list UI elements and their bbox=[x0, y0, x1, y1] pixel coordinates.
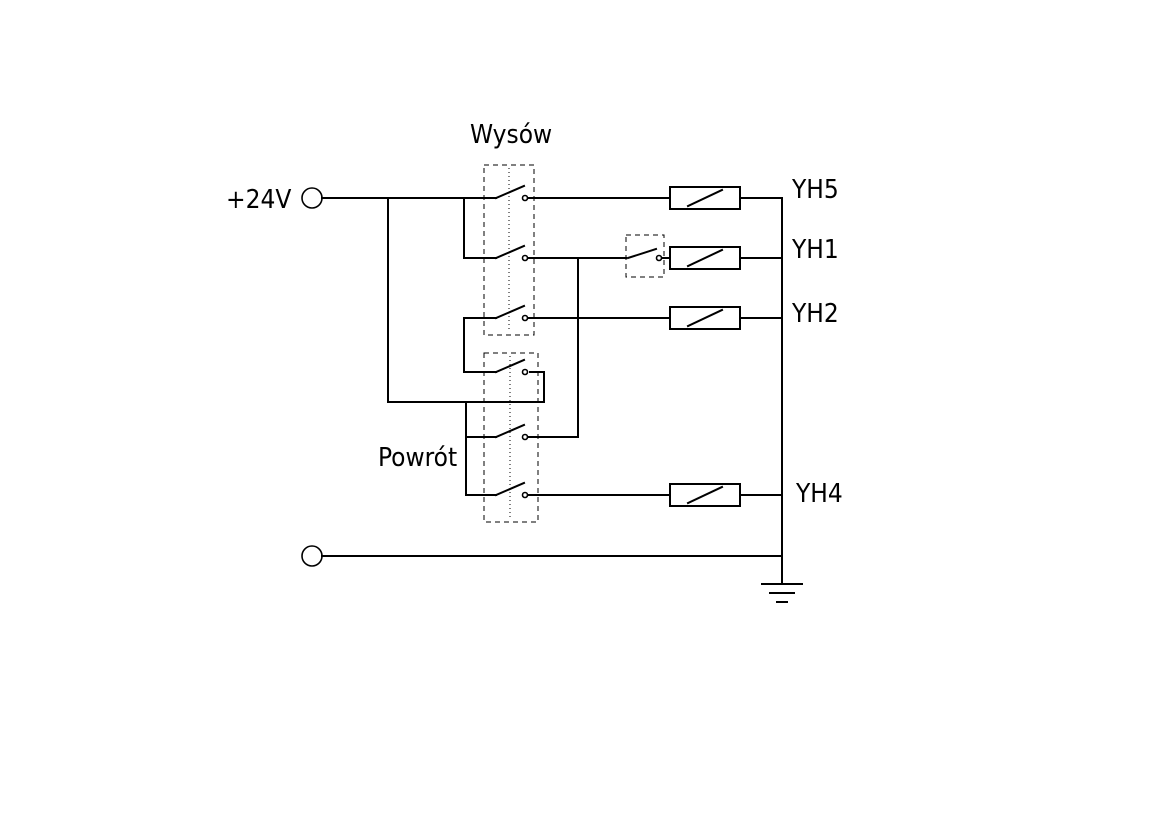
switch-powrot-1 bbox=[494, 358, 529, 376]
coil-label-yh5: YH5 bbox=[791, 175, 839, 205]
switch-powrot-2 bbox=[494, 423, 529, 441]
switch-yh1-aux bbox=[625, 234, 671, 278]
coil-label-yh4: YH4 bbox=[795, 479, 843, 509]
switch-wysow-1 bbox=[494, 184, 529, 202]
coil-returns bbox=[739, 197, 783, 496]
switch-powrot-3 bbox=[494, 481, 529, 499]
group-label-wysow: Wysów bbox=[470, 120, 552, 150]
switch-wysow-3 bbox=[494, 304, 529, 322]
ground-icon bbox=[761, 583, 803, 603]
coil-yh4 bbox=[669, 483, 741, 507]
supply-terminal-negative bbox=[301, 545, 323, 567]
group-label-powrot: Powrót bbox=[378, 443, 457, 473]
return-group-feed bbox=[465, 401, 497, 496]
switch-group-wysow-box bbox=[483, 164, 535, 336]
coil-yh1 bbox=[669, 246, 741, 270]
supply-terminal-positive bbox=[301, 187, 323, 209]
coil-label-yh1: YH1 bbox=[791, 235, 839, 265]
switch-wysow-2 bbox=[494, 244, 529, 262]
coil-label-yh2: YH2 bbox=[791, 299, 839, 329]
coil-yh5 bbox=[669, 186, 741, 210]
wire-cross-link bbox=[527, 257, 579, 438]
yh2-loop-feed bbox=[463, 317, 497, 373]
coil-yh2 bbox=[669, 306, 741, 330]
supply-label: +24V bbox=[226, 185, 291, 215]
supply-bus bbox=[321, 197, 545, 403]
